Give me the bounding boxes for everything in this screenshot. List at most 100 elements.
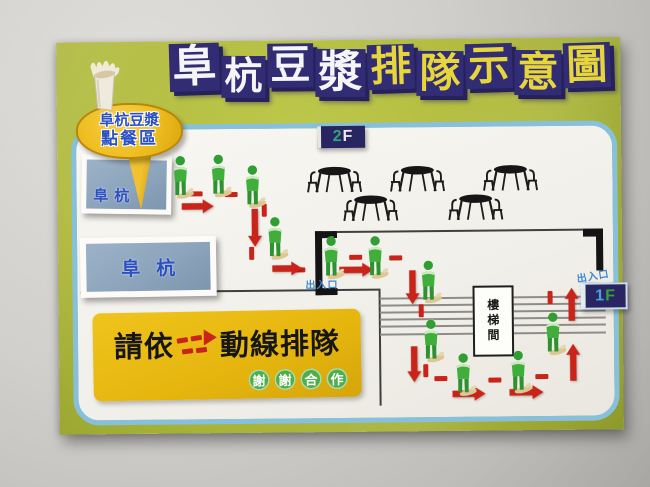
poster: 阜杭豆漿 排隊示意圖 樓梯間 阜杭 阜杭 阜杭豆漿 點餐區	[56, 37, 628, 435]
route-dash	[389, 255, 403, 261]
person-body	[368, 235, 382, 276]
dining-table	[389, 164, 446, 195]
dining-table-icon	[307, 166, 363, 193]
flow-items-layer	[56, 37, 620, 401]
corridor-bottom-wall	[337, 288, 379, 292]
char: 排	[366, 43, 416, 91]
queue-person	[169, 155, 195, 199]
queue-notice-sign: 請依 動線排隊 謝謝合作	[92, 308, 362, 402]
person-body	[546, 312, 560, 352]
queue-person	[507, 350, 533, 394]
floor-1f-tag: 1F	[580, 282, 628, 310]
queue-person-icon	[456, 352, 478, 396]
notice-prefix: 請依	[113, 330, 175, 364]
char: 謝	[274, 368, 296, 390]
char: 合	[300, 367, 322, 390]
queue-person-icon	[421, 260, 443, 304]
floor-1f-label: 1F	[595, 286, 617, 305]
dining-table-icon	[343, 195, 399, 222]
counter-small-label: 阜杭	[93, 187, 136, 206]
queue-person-icon	[546, 312, 567, 356]
notice-suffix: 動線排隊	[219, 327, 341, 362]
flow-arrow-right	[509, 385, 544, 404]
callout-line1: 阜杭豆漿	[99, 112, 160, 130]
person-body	[511, 350, 525, 390]
route-dash	[423, 364, 429, 378]
callout-line2: 點餐區	[100, 128, 159, 149]
counter-small: 阜杭	[81, 154, 172, 215]
queue-person	[364, 235, 390, 280]
dining-table	[343, 193, 399, 224]
queue-person-icon	[424, 319, 445, 363]
flow-arrow-right	[181, 199, 214, 218]
person-shadow	[327, 268, 346, 280]
dining-table-icon	[390, 166, 446, 192]
person-body	[268, 216, 282, 257]
dining-table-icon	[448, 194, 504, 221]
flow-arrow-right	[339, 262, 374, 282]
queue-person	[241, 164, 267, 209]
floor-2f-label: 2F	[332, 127, 354, 146]
person-body	[211, 154, 225, 194]
queue-person-icon	[173, 155, 195, 199]
route-dash	[349, 254, 363, 260]
counter-large: 阜杭	[79, 235, 217, 298]
route-dash	[434, 375, 448, 382]
door-bracket-right-vertical	[595, 228, 604, 271]
flow-arrow-down	[407, 346, 422, 387]
queue-person-icon	[368, 235, 390, 279]
floor-2f-tag: 2F	[316, 125, 366, 149]
dining-table	[306, 165, 363, 196]
flow-arrow-down	[405, 270, 420, 309]
route-dash	[488, 377, 502, 383]
queue-person	[417, 260, 443, 304]
title-subtitle: 排隊示意圖	[366, 41, 612, 97]
flow-arrow-down	[247, 208, 262, 252]
person-shadow	[371, 268, 390, 279]
char: 阜	[168, 42, 221, 93]
char: 杭	[221, 55, 266, 99]
dining-table-icon	[483, 165, 539, 191]
stair-lines-layer	[56, 37, 620, 336]
queue-person	[420, 319, 445, 363]
route-dash	[547, 290, 553, 305]
person-body	[424, 319, 438, 359]
queue-person-icon	[511, 350, 533, 394]
flow-arrow-right	[272, 261, 303, 280]
queue-person-icon	[268, 216, 289, 260]
char: 示	[464, 42, 514, 90]
route-dash	[535, 374, 549, 380]
person-body	[324, 236, 338, 276]
char: 作	[326, 367, 348, 389]
flow-arrow-up	[564, 287, 579, 326]
char: 意	[514, 49, 562, 96]
char: 謝	[248, 368, 270, 391]
queue-person	[207, 154, 233, 198]
dining-table	[448, 192, 504, 223]
notice-main-line: 請依 動線排隊	[93, 319, 362, 366]
queue-person	[542, 312, 567, 356]
soymilk-cup-icon	[90, 60, 120, 111]
counter-large-label: 阜杭	[121, 258, 192, 281]
queue-person-icon	[245, 164, 267, 208]
exit-label-left: 出入口	[305, 280, 339, 292]
notice-thanks: 謝謝合作	[93, 367, 361, 393]
queue-person	[320, 236, 346, 280]
person-body	[421, 260, 435, 300]
dashed-route-arrow-icon	[176, 328, 218, 356]
stairwell-label: 樓梯間	[485, 298, 501, 344]
person-body	[456, 352, 470, 393]
flow-arrow-up	[566, 343, 581, 386]
queue-person	[452, 352, 478, 397]
queue-person-icon	[324, 236, 346, 280]
queue-person-icon	[211, 154, 233, 198]
person-body	[245, 164, 259, 205]
stairwell-box: 樓梯間	[472, 285, 515, 357]
char: 隊	[416, 50, 464, 97]
title-brand: 阜杭豆漿	[168, 42, 366, 99]
char: 豆	[267, 43, 314, 88]
char: 漿	[315, 48, 366, 98]
dining-table	[482, 163, 539, 194]
walls-layer	[56, 37, 620, 406]
